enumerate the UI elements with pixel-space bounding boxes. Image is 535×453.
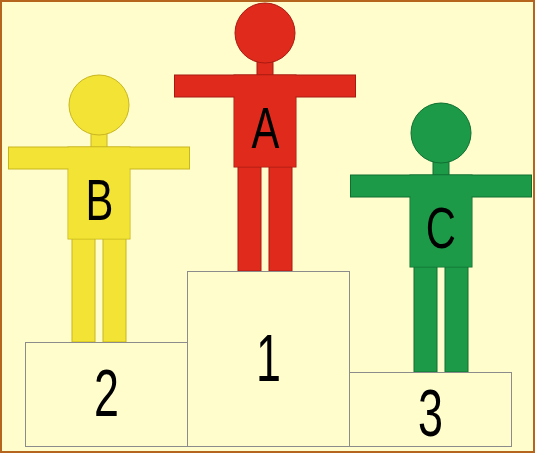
podium-step: 2	[25, 342, 188, 447]
leg	[103, 237, 126, 342]
leg	[445, 265, 468, 372]
place-number-text: 2	[94, 360, 119, 426]
leg	[238, 165, 261, 271]
place-number: 3	[350, 380, 511, 446]
leg	[414, 265, 437, 372]
torso	[68, 147, 130, 239]
torso	[234, 75, 296, 167]
place-number: 2	[26, 360, 187, 426]
torso	[410, 175, 472, 267]
torso-fill	[235, 76, 296, 167]
leg	[72, 237, 95, 342]
place-number-text: 3	[418, 380, 443, 446]
figure-letter: B	[8, 171, 190, 229]
torso-fill	[411, 176, 472, 267]
figure-letter: C	[350, 199, 532, 257]
winner-figure: A	[174, 3, 356, 271]
podium-step: 3	[349, 372, 512, 447]
leg	[269, 165, 292, 271]
head	[235, 3, 295, 63]
figure-letter-text: C	[426, 199, 456, 257]
winner-figure: B	[8, 75, 190, 342]
place-number: 1	[188, 325, 349, 391]
torso-fill	[69, 148, 130, 239]
figure-letter: A	[174, 99, 356, 157]
figure-letter-text: B	[85, 171, 113, 229]
winner-figure: C	[350, 103, 532, 372]
head	[69, 75, 129, 135]
place-number-text: 1	[256, 325, 281, 391]
head	[411, 103, 471, 163]
figure-letter-text: A	[251, 99, 279, 157]
podium-step: 1	[187, 271, 350, 447]
